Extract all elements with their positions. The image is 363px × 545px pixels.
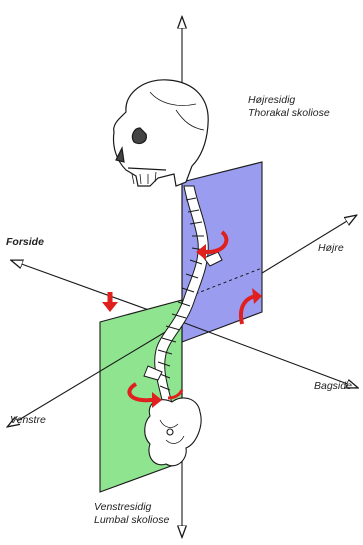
label-bagside: Bagside: [314, 380, 352, 393]
label-venstre: Venstre: [10, 414, 46, 427]
pelvis-icon: [145, 398, 201, 466]
label-thorakal-skoliose: Thorakal skoliose: [248, 107, 330, 120]
label-lumbal-skoliose: Lumbal skoliose: [94, 514, 169, 527]
axis-horizontal-right: [182, 322, 353, 386]
label-hojre: Højre: [318, 242, 344, 255]
skull-icon: [114, 80, 209, 186]
label-venstresidig: Venstresidig: [94, 501, 151, 514]
label-hojresidig: Højresidig: [248, 94, 295, 107]
label-forside: Forside: [6, 236, 44, 249]
